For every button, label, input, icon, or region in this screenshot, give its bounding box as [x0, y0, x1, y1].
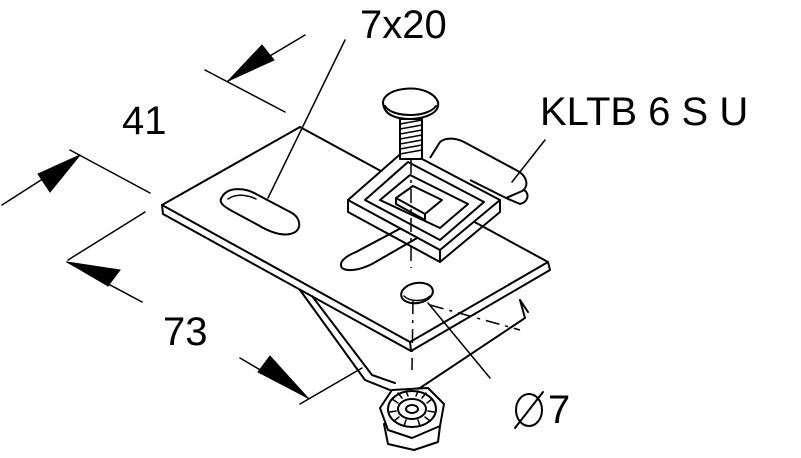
square-washer-clip [347, 137, 529, 263]
hole-7 [400, 281, 434, 305]
carriage-bolt [382, 87, 440, 160]
slot-7x20 [219, 188, 301, 236]
dimension-73 [66, 261, 363, 405]
diameter-icon [514, 391, 544, 429]
dimension-41 [1, 149, 151, 261]
dimension-label-width: 41 [122, 99, 167, 143]
hole-leader [427, 302, 491, 379]
dimension-7x20 [204, 34, 346, 199]
product-code-label: KLTB 6 S U [540, 90, 749, 134]
hole-diameter-label: 7 [548, 388, 571, 432]
dimension-label-slot: 7x20 [360, 3, 447, 47]
base-plate [161, 126, 551, 352]
flange-nut [379, 387, 445, 451]
dimension-label-length: 73 [163, 310, 208, 354]
center-lines [410, 160, 521, 371]
product-leader [511, 139, 546, 183]
